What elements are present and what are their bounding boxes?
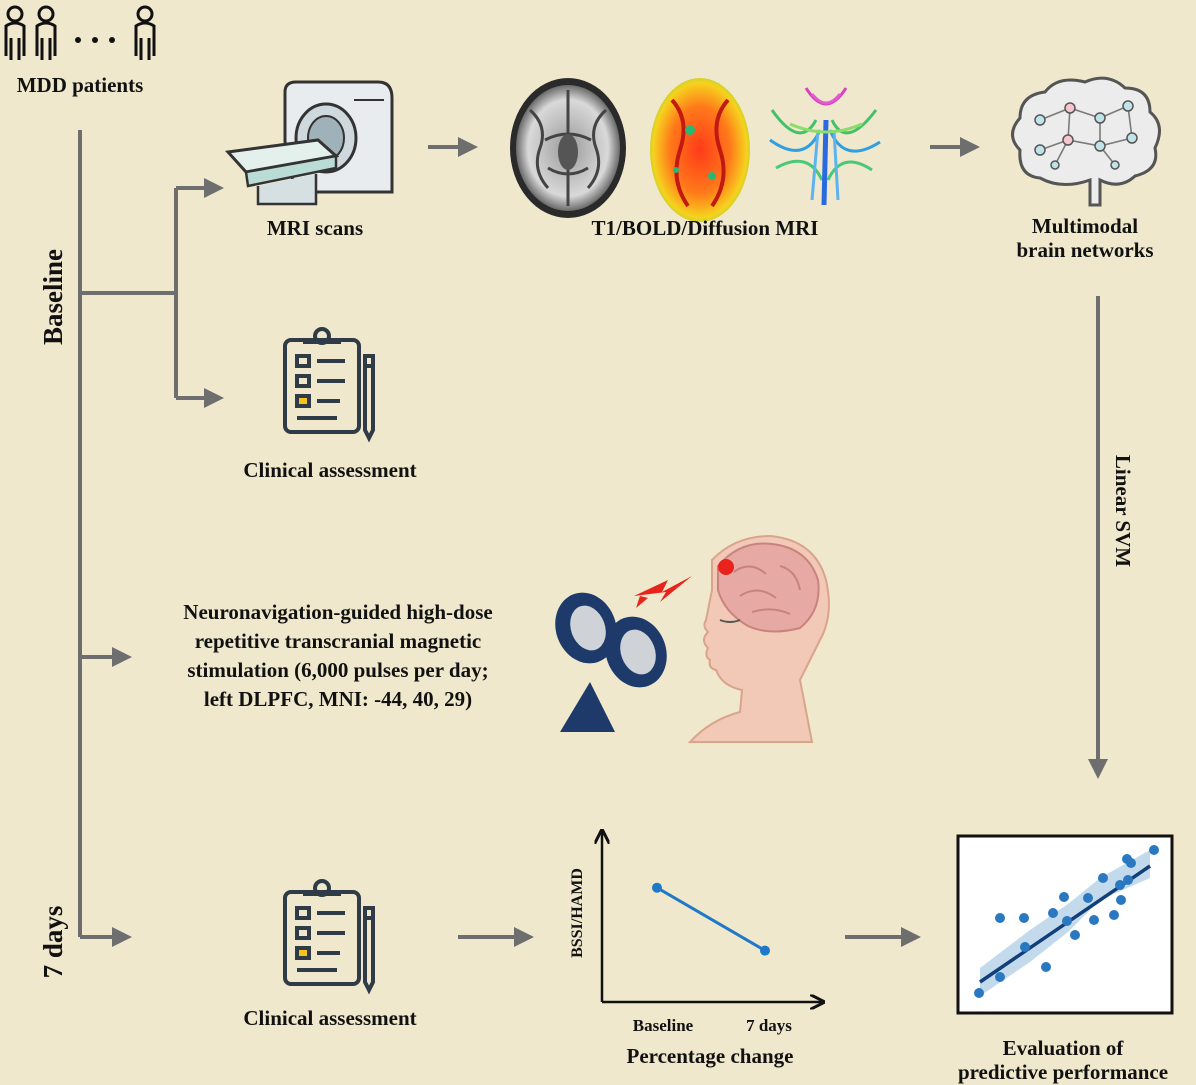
data-point bbox=[760, 945, 770, 956]
t1-brain-slice-icon bbox=[510, 78, 626, 218]
bold-fmri-map-icon bbox=[650, 78, 750, 222]
data-point bbox=[652, 882, 662, 893]
treatment-line1: Neuronavigation-guided high-dose bbox=[183, 600, 493, 624]
scatter-point bbox=[974, 988, 984, 998]
series-line bbox=[656, 886, 766, 952]
patient-icon bbox=[35, 5, 57, 60]
chart-ylabel: BSSI/HAMD bbox=[569, 868, 586, 958]
scatter-point bbox=[1048, 908, 1058, 918]
ellipsis-icon bbox=[75, 37, 115, 43]
treatment-description: Neuronavigation-guided high-dose repetit… bbox=[128, 598, 548, 714]
clipboard-checklist-icon bbox=[283, 879, 375, 995]
tms-coil-icon bbox=[555, 592, 667, 732]
clinical-day7-label: Clinical assessment bbox=[243, 1006, 417, 1030]
timeline-arrows bbox=[80, 178, 224, 947]
evaluation-line1: Evaluation of bbox=[1002, 1036, 1124, 1060]
svm-label: Linear SVM bbox=[1111, 454, 1135, 568]
treatment-line2: repetitive transcranial magnetic bbox=[194, 629, 482, 653]
day7-label: 7 days bbox=[38, 905, 68, 979]
scatter-point bbox=[1020, 942, 1030, 952]
chart-xlabel: Percentage change bbox=[626, 1044, 794, 1068]
patient-icon bbox=[134, 5, 156, 60]
chart-xtick-baseline: Baseline bbox=[632, 1016, 694, 1035]
patients-label: MDD patients bbox=[16, 73, 144, 97]
scatter-point bbox=[1109, 910, 1119, 920]
scatter-point bbox=[1062, 916, 1072, 926]
scatter-point bbox=[995, 913, 1005, 923]
treatment-line3: stimulation (6,000 pulses per day; bbox=[187, 658, 489, 682]
diffusion-tractography-icon bbox=[769, 87, 881, 206]
scatter-point bbox=[1070, 930, 1080, 940]
baseline-label: Baseline bbox=[38, 249, 68, 346]
scatter-plot bbox=[956, 834, 1174, 1015]
line-chart bbox=[602, 832, 822, 1002]
scatter-point bbox=[1059, 892, 1069, 902]
mri-modalities-label: T1/BOLD/Diffusion MRI bbox=[591, 216, 819, 240]
scatter-point bbox=[1083, 893, 1093, 903]
lightning-icon bbox=[634, 576, 692, 608]
scatter-point bbox=[1089, 915, 1099, 925]
clipboard-checklist-icon bbox=[283, 327, 375, 443]
scatter-point bbox=[1098, 873, 1108, 883]
scatter-point bbox=[1115, 880, 1125, 890]
scatter-point bbox=[1116, 895, 1126, 905]
head-profile-icon bbox=[687, 534, 830, 743]
brain-networks-line1: Multimodal bbox=[1031, 214, 1139, 238]
mri-scanner-icon bbox=[224, 80, 394, 206]
patients-group bbox=[4, 5, 156, 60]
evaluation-label: Evaluation of predictive performance bbox=[930, 1036, 1196, 1084]
brain-network-icon bbox=[1011, 76, 1161, 207]
scatter-point bbox=[1123, 875, 1133, 885]
scatter-point bbox=[995, 972, 1005, 982]
evaluation-line2: predictive performance bbox=[957, 1060, 1169, 1084]
scatter-point bbox=[1122, 854, 1132, 864]
target-dot bbox=[718, 559, 734, 575]
scatter-point bbox=[1149, 845, 1159, 855]
brain-networks-label: Multimodal brain networks bbox=[1000, 214, 1170, 262]
clinical-baseline-label: Clinical assessment bbox=[243, 458, 417, 482]
mri-scans-label: MRI scans bbox=[266, 216, 364, 240]
treatment-line4: left DLPFC, MNI: -44, 40, 29) bbox=[203, 687, 473, 711]
brain-networks-line2: brain networks bbox=[1016, 238, 1154, 262]
timeline-lines bbox=[78, 130, 178, 937]
flow-arrows bbox=[428, 137, 1108, 947]
scatter-point bbox=[1019, 913, 1029, 923]
chart-xtick-7days: 7 days bbox=[746, 1016, 792, 1035]
scatter-point bbox=[1041, 962, 1051, 972]
patient-icon bbox=[4, 5, 26, 60]
